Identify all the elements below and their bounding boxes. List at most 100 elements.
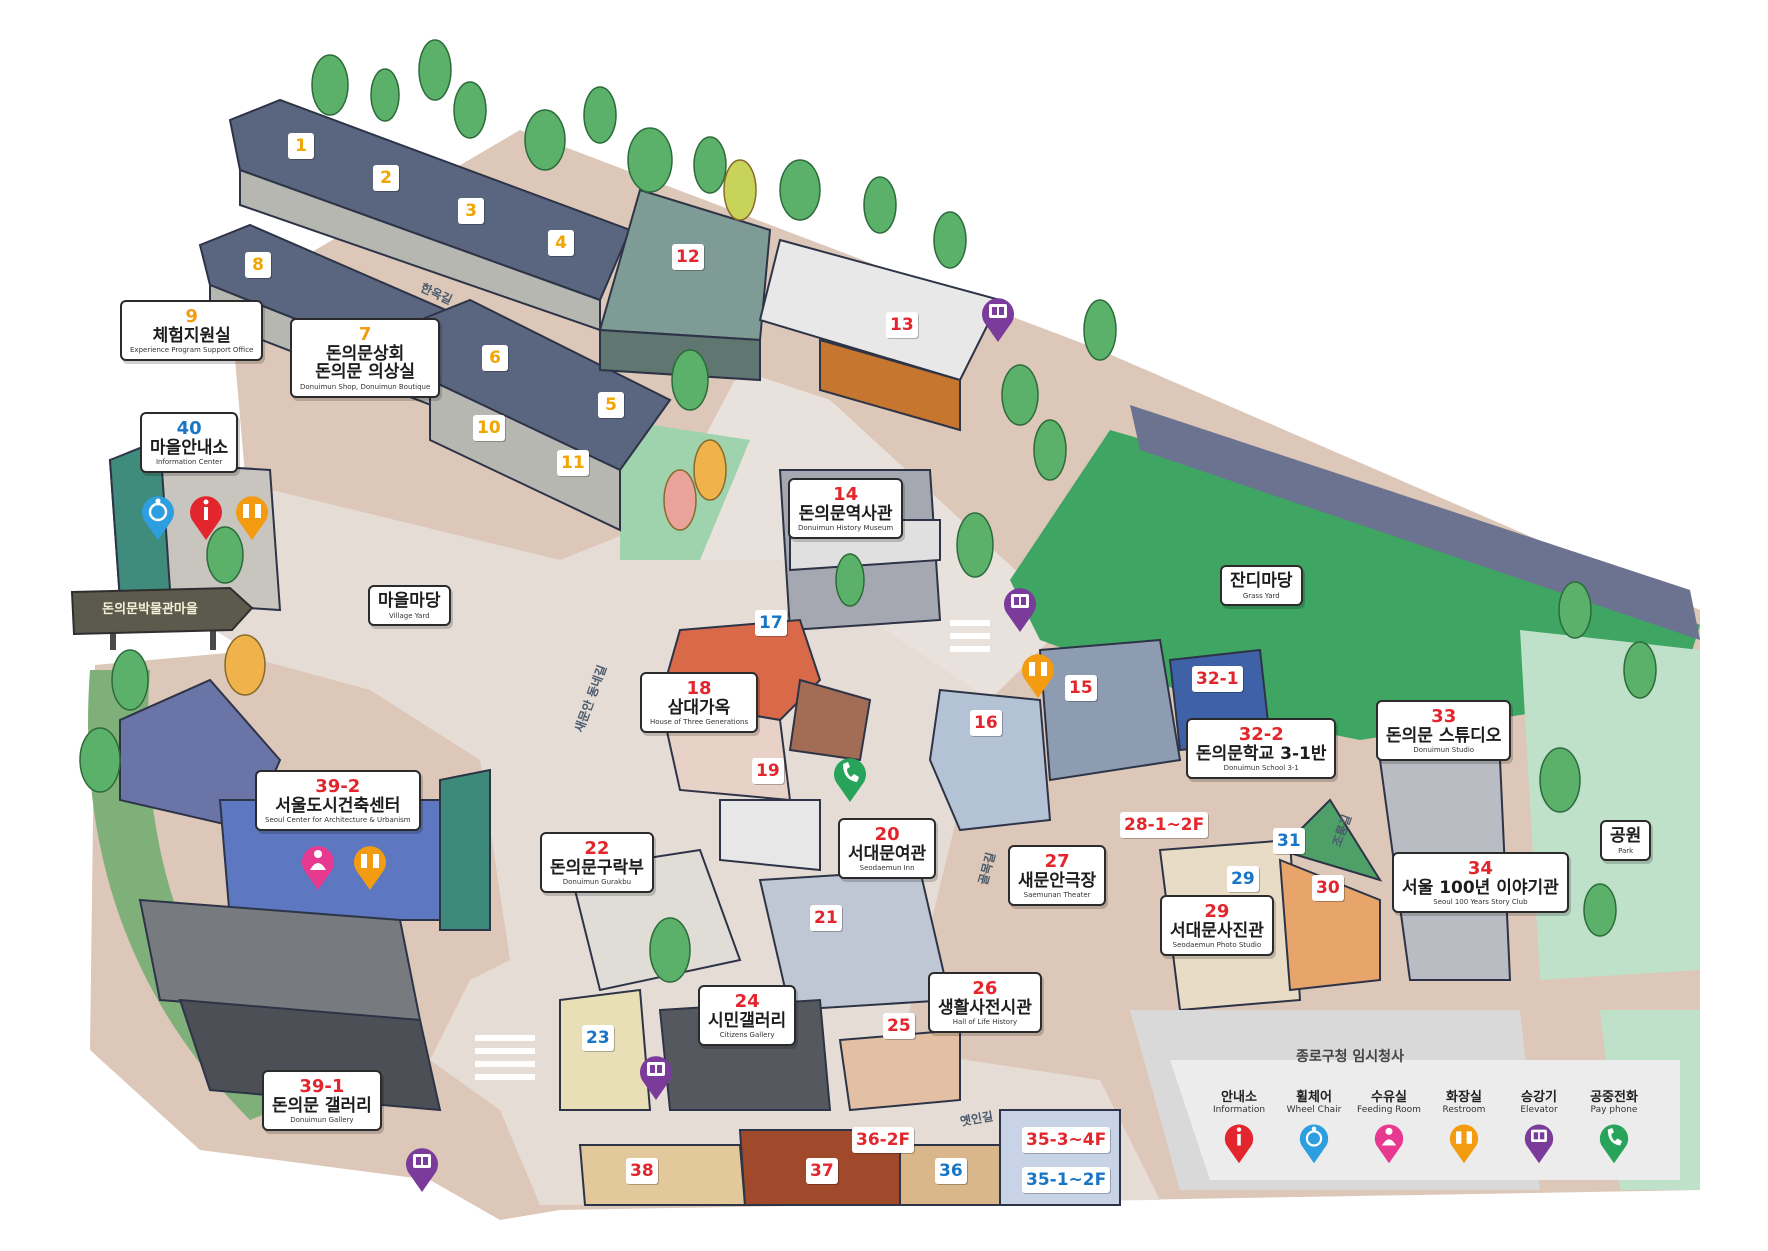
label-32-2[interactable]: 32-2 돈의문학교 3-1반 Donuimun School 3-1 <box>1186 718 1337 780</box>
payphone-icon <box>1599 1124 1629 1164</box>
badge-10[interactable]: 10 <box>473 415 505 441</box>
label-24-number: 24 <box>734 991 760 1012</box>
info-pin[interactable] <box>186 490 226 542</box>
badge-5[interactable]: 5 <box>598 392 624 418</box>
legend-payphone: 공중전화 Pay phone <box>1575 1086 1653 1165</box>
badge-29[interactable]: 29 <box>1227 866 1259 892</box>
elevator-pin-top[interactable] <box>978 292 1018 344</box>
legend-panel-inner <box>1170 1060 1680 1180</box>
label-26-number: 26 <box>972 978 998 999</box>
badge-11[interactable]: 11 <box>557 450 589 476</box>
label-7-name: 돈의문상회 <box>326 343 405 364</box>
label-7-name-2: 돈의문 의상실 <box>315 362 416 383</box>
label-29[interactable]: 29 서대문사진관 Seodaemun Photo Studio <box>1160 895 1274 957</box>
label-33-english: Donuimun Studio <box>1413 746 1475 755</box>
label-33[interactable]: 33 돈의문 스튜디오 Donuimun Studio <box>1376 700 1512 762</box>
feeding-room-pin[interactable] <box>298 840 338 892</box>
label-26-name: 생활사전시관 <box>938 997 1032 1018</box>
label-39-1[interactable]: 39-1 돈의문 갤러리 Donuimun Gallery <box>262 1070 382 1132</box>
label-village-yard-english: Village Yard <box>389 611 430 620</box>
label-14[interactable]: 14 돈의문역사관 Donuimun History Museum <box>788 478 904 540</box>
badge-21[interactable]: 21 <box>810 905 842 931</box>
badge-23[interactable]: 23 <box>582 1025 614 1051</box>
crosswalks <box>475 620 990 1080</box>
payphone-pin[interactable] <box>830 752 870 804</box>
restroom-pin-39-2[interactable] <box>350 840 390 892</box>
badge-35-1-2F[interactable]: 35-1~2F <box>1022 1167 1111 1193</box>
label-park-english: Park <box>1618 846 1634 855</box>
legend-elevator-english: Elevator <box>1520 1105 1558 1115</box>
label-29-name: 서대문사진관 <box>1170 920 1264 941</box>
badge-37[interactable]: 37 <box>806 1158 838 1184</box>
badge-15[interactable]: 15 <box>1065 675 1097 701</box>
label-18-english: House of Three Generations <box>650 718 749 727</box>
label-20-number: 20 <box>874 824 900 845</box>
badge-3[interactable]: 3 <box>458 198 484 224</box>
badge-31[interactable]: 31 <box>1273 828 1305 854</box>
badge-28[interactable]: 28-1~2F <box>1120 812 1209 838</box>
label-33-name: 돈의문 스튜디오 <box>1386 725 1502 746</box>
badge-4[interactable]: 4 <box>548 230 574 256</box>
label-park[interactable]: 공원 Park <box>1600 820 1652 862</box>
legend: 종로구청 임시청사 안내소 Information 휠체어 Wheel Chai… <box>1160 1018 1690 1200</box>
badge-36[interactable]: 36 <box>935 1158 967 1184</box>
label-39-1-name: 돈의문 갤러리 <box>272 1095 372 1116</box>
badge-13[interactable]: 13 <box>886 312 918 338</box>
legend-wheelchair-label: 휠체어 <box>1296 1090 1332 1105</box>
badge-16[interactable]: 16 <box>970 710 1002 736</box>
label-22[interactable]: 22 돈의문구락부 Donuimun Gurakbu <box>540 832 654 894</box>
label-grass-yard[interactable]: 잔디마당 Grass Yard <box>1220 565 1303 607</box>
wheelchair-pin[interactable] <box>138 490 178 542</box>
label-village-yard-name: 마을마당 <box>378 591 441 611</box>
road-area <box>190 470 1160 1205</box>
label-39-2-english: Seoul Center for Architecture & Urbanism <box>265 816 411 825</box>
label-18[interactable]: 18 삼대가옥 House of Three Generations <box>640 672 759 734</box>
legend-payphone-label: 공중전화 <box>1590 1090 1638 1105</box>
badge-19[interactable]: 19 <box>752 758 784 784</box>
label-40[interactable]: 40 마을안내소 Information Center <box>140 412 239 474</box>
badge-30[interactable]: 30 <box>1312 875 1344 901</box>
label-26[interactable]: 26 생활사전시관 Hall of Life History <box>928 972 1042 1034</box>
label-7-number: 7 <box>358 324 372 345</box>
label-34-number: 34 <box>1467 858 1493 879</box>
label-9[interactable]: 9 체험지원실 Experience Program Support Offic… <box>120 300 264 362</box>
label-34-english: Seoul 100 Years Story Club <box>1433 898 1528 907</box>
elevator-pin-center[interactable] <box>1000 582 1040 634</box>
label-20-english: Seodaemun Inn <box>859 864 915 873</box>
elevator-pin-39-1[interactable] <box>402 1142 442 1194</box>
label-29-number: 29 <box>1204 901 1230 922</box>
label-grass-yard-name: 잔디마당 <box>1230 571 1293 591</box>
legend-restroom-label: 화장실 <box>1446 1090 1482 1105</box>
label-24[interactable]: 24 시민갤러리 Citizens Gallery <box>698 985 797 1047</box>
badge-38[interactable]: 38 <box>626 1158 658 1184</box>
badge-25[interactable]: 25 <box>883 1013 915 1039</box>
sign-post <box>110 630 116 650</box>
label-village-yard[interactable]: 마을마당 Village Yard <box>368 585 451 627</box>
label-9-name: 체험지원실 <box>152 325 231 346</box>
badge-12[interactable]: 12 <box>672 244 704 270</box>
label-27-number: 27 <box>1044 851 1070 872</box>
legend-elevator-label: 승강기 <box>1521 1090 1557 1105</box>
label-40-number: 40 <box>176 418 202 439</box>
label-20[interactable]: 20 서대문여관 Seodaemun Inn <box>838 818 937 880</box>
restroom-pin-15[interactable] <box>1018 648 1058 700</box>
badge-1[interactable]: 1 <box>288 133 314 159</box>
label-9-number: 9 <box>185 306 198 327</box>
badge-32-1[interactable]: 32-1 <box>1192 666 1243 692</box>
badge-17[interactable]: 17 <box>755 610 787 636</box>
badge-6[interactable]: 6 <box>482 345 508 371</box>
village-sign-text: 돈의문박물관마을 <box>102 602 198 617</box>
label-29-english: Seodaemun Photo Studio <box>1172 941 1262 950</box>
label-27[interactable]: 27 새문안극장 Saemunan Theater <box>1008 845 1107 907</box>
label-34[interactable]: 34 서울 100년 이야기관 Seoul 100 Years Story Cl… <box>1392 852 1569 914</box>
badge-2[interactable]: 2 <box>373 165 399 191</box>
label-39-1-english: Donuimun Gallery <box>290 1116 354 1125</box>
elevator-pin-23[interactable] <box>636 1050 676 1102</box>
badge-8[interactable]: 8 <box>245 252 271 278</box>
restroom-pin-40[interactable] <box>232 490 272 542</box>
label-park-name: 공원 <box>1610 826 1642 846</box>
badge-35-3-4F[interactable]: 35-3~4F <box>1022 1127 1111 1153</box>
label-7[interactable]: 7 돈의문상회 돈의문 의상실 Donuimun Shop, Donuimun … <box>290 318 441 398</box>
label-39-2[interactable]: 39-2 서울도시건축센터 Seoul Center for Architect… <box>255 770 421 832</box>
badge-36-2F[interactable]: 36-2F <box>852 1127 915 1153</box>
